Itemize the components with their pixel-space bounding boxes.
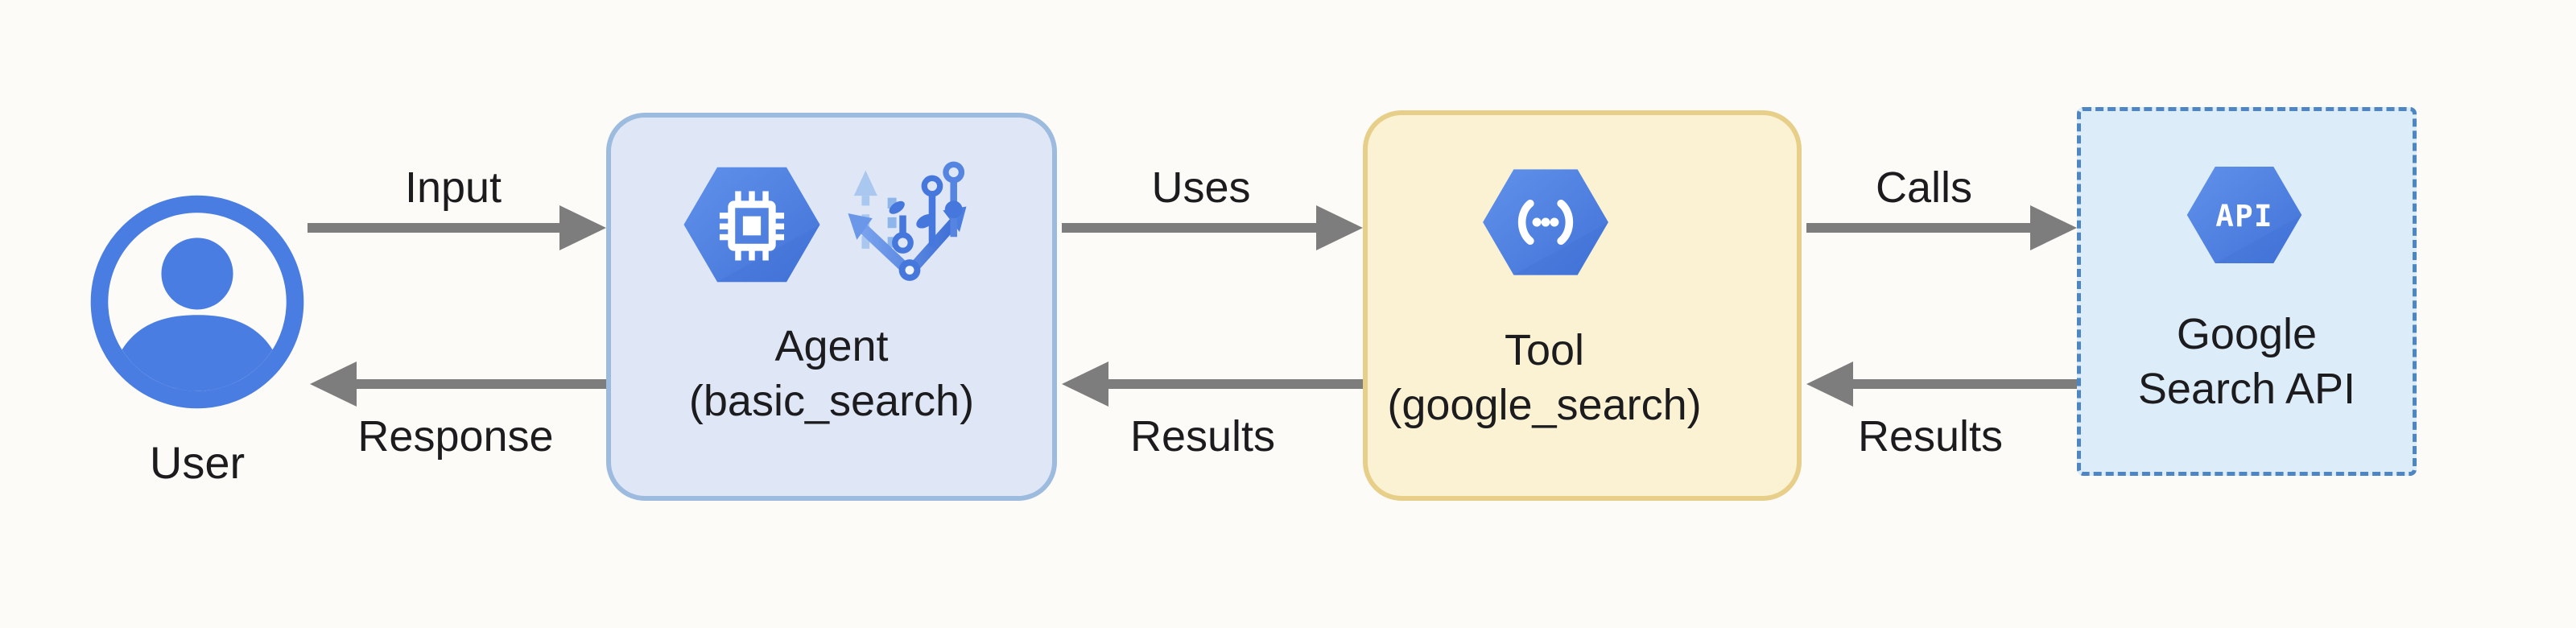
- tool-node-label: Tool (google_search): [1368, 323, 1721, 432]
- workflow-branch-icon: [848, 161, 967, 281]
- edge-label-calls: Calls: [1875, 163, 1973, 212]
- edge-label-results-tool-agent: Results: [1129, 412, 1276, 461]
- arrow-results-api-to-tool: [1806, 358, 2077, 410]
- arrowhead-left-icon: [1806, 362, 1853, 407]
- tool-subtitle: (google_search): [1387, 381, 1702, 429]
- api-node-label: Google Search API: [2081, 307, 2413, 416]
- api-badge-text: API: [2215, 198, 2273, 233]
- arrow-shaft: [1847, 379, 2077, 389]
- arrow-shaft: [308, 223, 566, 233]
- arrow-shaft: [350, 379, 606, 389]
- edge-label-uses: Uses: [1151, 163, 1251, 212]
- arrow-shaft: [1062, 223, 1323, 233]
- arrow-results-tool-to-agent: [1062, 358, 1363, 410]
- arrowhead-right-icon: [2030, 205, 2077, 250]
- api-title-line1: Google: [2176, 310, 2318, 358]
- arrowhead-right-icon: [559, 205, 606, 250]
- api-title-line2: Search API: [2137, 365, 2356, 413]
- api-hexagon-icon: API: [2186, 167, 2302, 263]
- arrow-response: [310, 358, 606, 410]
- edge-label-response: Response: [357, 412, 554, 461]
- tool-title: Tool: [1504, 326, 1585, 374]
- edge-label-input: Input: [404, 163, 502, 212]
- arrowhead-right-icon: [1316, 205, 1363, 250]
- edge-label-results-api-tool: Results: [1857, 412, 2004, 461]
- tool-node: Tool (google_search): [1363, 110, 1802, 501]
- user-node-label: User: [149, 437, 246, 488]
- agent-subtitle: (basic_search): [688, 377, 975, 425]
- google-search-api-node: API Google Search API: [2077, 107, 2417, 476]
- code-brackets-hexagon-icon: [1483, 169, 1608, 275]
- arrow-input: [308, 202, 606, 254]
- agent-title: Agent: [774, 322, 889, 370]
- arrow-shaft: [1806, 223, 2037, 233]
- arrowhead-left-icon: [310, 362, 357, 407]
- ai-chip-hexagon-icon: [683, 167, 820, 283]
- arrow-uses: [1062, 202, 1363, 254]
- arrowhead-left-icon: [1062, 362, 1108, 407]
- arrow-shaft: [1102, 379, 1363, 389]
- arrow-calls: [1806, 202, 2077, 254]
- user-icon: [90, 195, 304, 409]
- agent-node: Agent (basic_search): [606, 113, 1057, 501]
- agent-node-label: Agent (basic_search): [611, 319, 1052, 428]
